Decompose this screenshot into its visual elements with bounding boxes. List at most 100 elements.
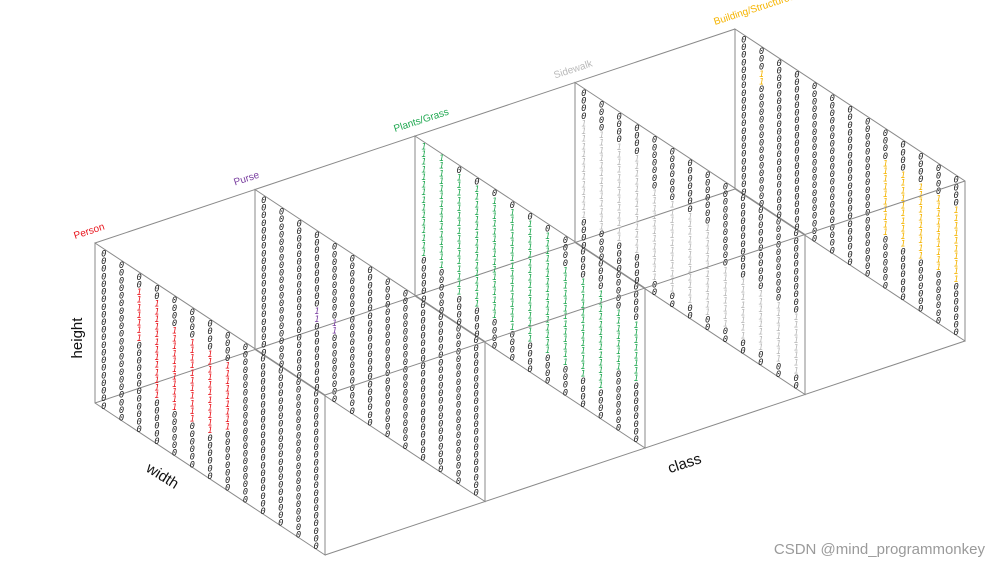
matrix-cell: 1 (421, 226, 426, 236)
matrix-cell: 1 (190, 377, 195, 387)
matrix-cell: 1 (439, 185, 444, 195)
height-axis-label: height (69, 317, 86, 359)
matrix-cell: 0 (332, 243, 337, 253)
matrix-cell: 1 (172, 334, 177, 344)
matrix-cell: 1 (723, 304, 728, 314)
matrix-cell: 0 (350, 285, 355, 295)
matrix-cell: 1 (457, 189, 462, 199)
matrix-cell: 0 (812, 136, 817, 146)
matrix-cell: 0 (243, 473, 248, 483)
matrix-cell: 0 (296, 523, 301, 533)
matrix-cell: 0 (101, 371, 106, 381)
volume-front-edges (324, 180, 966, 556)
matrix-cell: 0 (527, 350, 532, 360)
matrix-cell: 1 (421, 173, 426, 183)
matrix-cell: 0 (119, 391, 124, 401)
matrix-cell: 1 (901, 209, 906, 219)
matrix-cell: 1 (776, 332, 781, 342)
matrix-cell: 0 (421, 272, 426, 282)
matrix-cell: 1 (457, 173, 462, 183)
matrix-cell: 1 (918, 236, 923, 246)
matrix-cell: 0 (794, 305, 799, 315)
matrix-cell: 0 (777, 59, 782, 69)
matrix-cell: 0 (794, 124, 799, 134)
matrix-cell: 0 (616, 279, 621, 289)
matrix-cell: 0 (954, 183, 959, 193)
matrix-cell: 0 (936, 172, 941, 182)
matrix-cell: 0 (456, 332, 461, 342)
matrix-cell: 1 (492, 197, 497, 207)
matrix-cell: 0 (812, 189, 817, 199)
matrix-cell: 0 (812, 143, 817, 153)
matrix-cell: 0 (634, 124, 639, 134)
matrix-cell: 1 (758, 335, 763, 345)
matrix-cell: 0 (367, 304, 372, 314)
matrix-cell: 0 (581, 400, 586, 410)
matrix-cell: 0 (794, 177, 799, 187)
matrix-cell: 1 (581, 286, 586, 296)
matrix-cell: 0 (297, 364, 302, 374)
matrix-cell: 0 (759, 161, 764, 171)
matrix-cell: 0 (865, 254, 870, 264)
matrix-cell: 1 (617, 150, 622, 160)
matrix-cell: 1 (207, 373, 212, 383)
matrix-cell: 0 (617, 120, 622, 130)
matrix-cell: 0 (367, 388, 372, 398)
matrix-cell: 0 (225, 468, 230, 478)
matrix-cell: 0 (741, 127, 746, 137)
matrix-cell: 0 (492, 319, 497, 329)
matrix-cell: 0 (510, 201, 515, 211)
matrix-cell: 0 (279, 307, 284, 317)
matrix-cell: 1 (581, 203, 586, 213)
matrix-cell: 1 (758, 313, 763, 323)
matrix-cell: 0 (297, 273, 302, 283)
matrix-cell: 0 (670, 300, 675, 310)
matrix-cell: 1 (741, 316, 746, 326)
matrix-cell: 0 (510, 353, 515, 363)
matrix-cell: 1 (492, 220, 497, 230)
matrix-cell: 0 (474, 315, 479, 325)
matrix-cell: 1 (936, 210, 941, 220)
matrix-cell: 1 (172, 357, 177, 367)
matrix-cell: 1 (457, 196, 462, 206)
matrix-cell: 1 (634, 231, 639, 241)
matrix-cell: 0 (759, 85, 764, 95)
matrix-cell: 0 (261, 265, 266, 275)
matrix-cell: 0 (776, 279, 781, 289)
matrix-cell: 0 (599, 101, 604, 111)
matrix-cell: 1 (776, 324, 781, 334)
matrix-cell: 1 (439, 223, 444, 233)
matrix-cell: 0 (278, 443, 283, 453)
matrix-cell: 0 (812, 181, 817, 191)
matrix-cell: 0 (385, 430, 390, 440)
matrix-cell: 1 (563, 343, 568, 353)
matrix-cell: 1 (492, 288, 497, 298)
matrix-cell: 0 (474, 307, 479, 317)
matrix-cell: 0 (794, 78, 799, 88)
matrix-cell: 0 (403, 358, 408, 368)
matrix-cell: 1 (634, 238, 639, 248)
matrix-cell: 0 (296, 424, 301, 434)
matrix-cell: 0 (314, 383, 319, 393)
matrix-cell: 1 (510, 216, 515, 226)
matrix-cell: 0 (403, 373, 408, 383)
matrix-cell: 0 (296, 477, 301, 487)
matrix-cell: 1 (670, 285, 675, 295)
matrix-cell: 0 (421, 332, 426, 342)
matrix-cell: 0 (901, 270, 906, 280)
matrix-cell: 0 (385, 285, 390, 295)
matrix-cell: 1 (954, 267, 959, 277)
matrix-cell: 1 (137, 296, 142, 306)
matrix-cell: 1 (901, 202, 906, 212)
matrix-cell: 0 (741, 157, 746, 167)
matrix-cell: 0 (278, 404, 283, 414)
matrix-cell: 0 (421, 257, 426, 267)
matrix-cell: 0 (261, 348, 266, 358)
matrix-cell: 0 (314, 376, 319, 386)
matrix-cell: 0 (314, 239, 319, 249)
matrix-cell: 1 (776, 317, 781, 327)
matrix-cell: 0 (172, 304, 177, 314)
matrix-cell: 0 (207, 442, 212, 452)
matrix-cell: 0 (616, 393, 621, 403)
matrix-cell: 0 (385, 400, 390, 410)
